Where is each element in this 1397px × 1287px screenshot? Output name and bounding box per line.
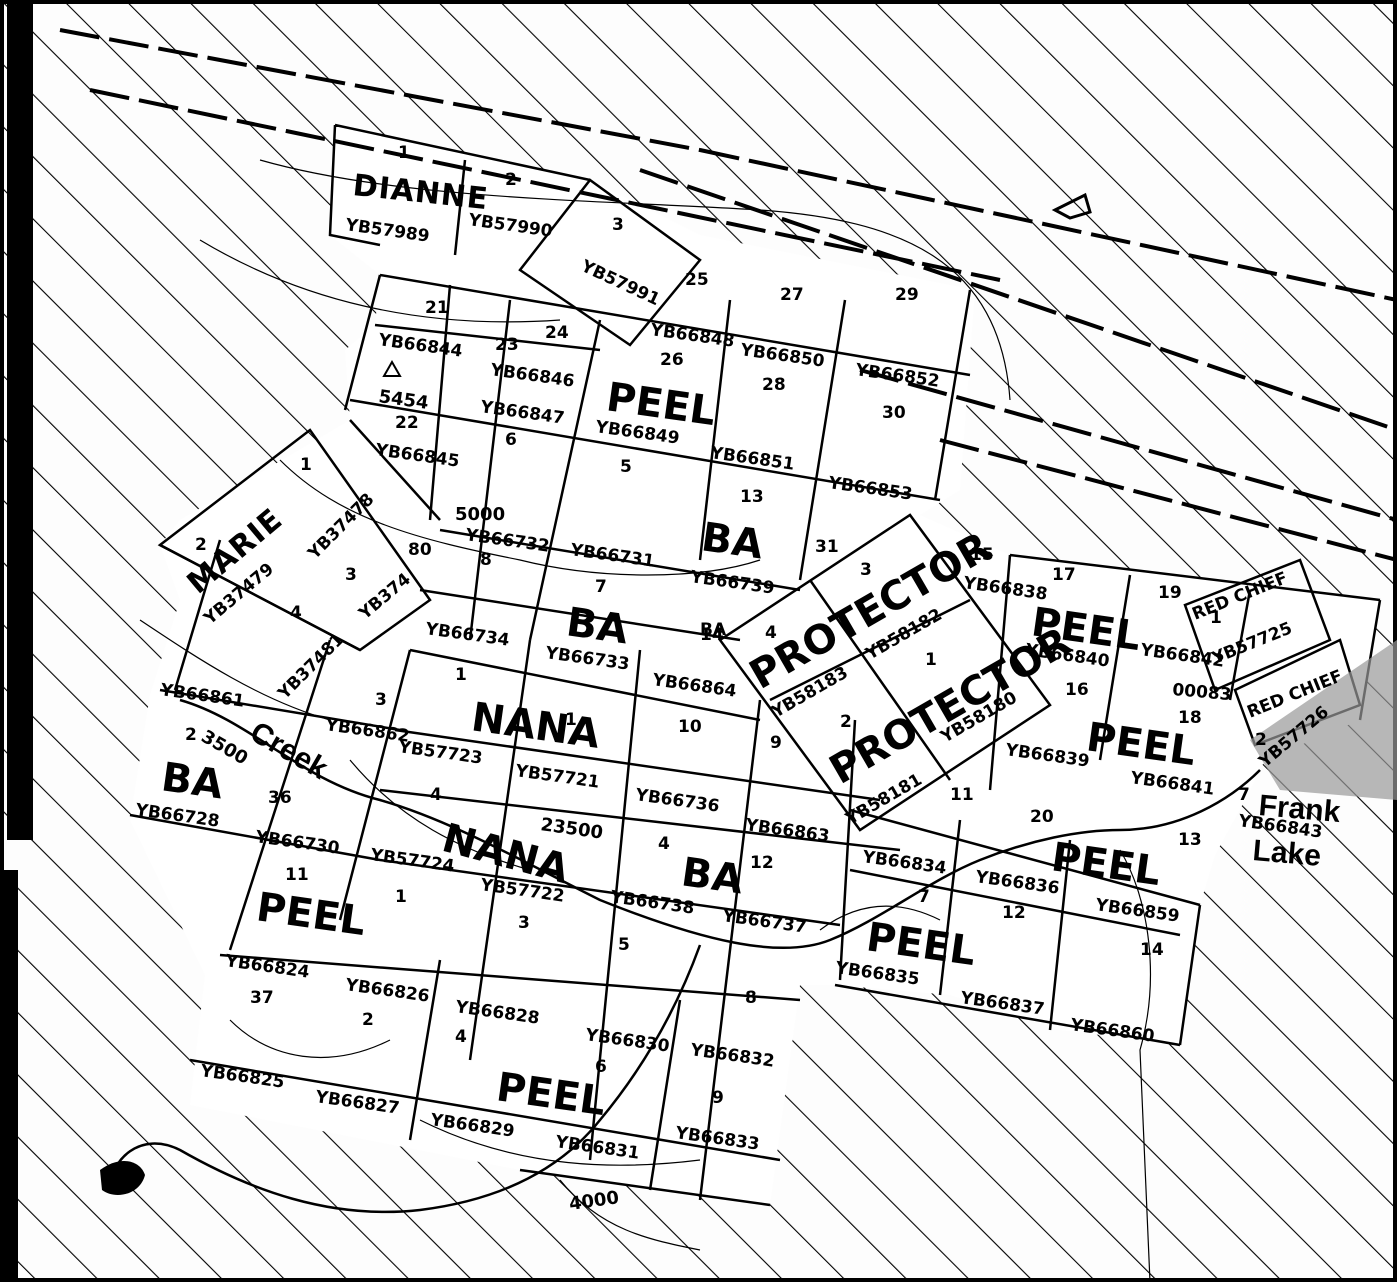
lot-number: 19 [1158,583,1182,603]
lot-number: 15 [970,545,994,565]
lot-number: 6 [505,430,517,450]
lot-number: 7 [595,577,607,597]
lot-number: 24 [545,323,569,343]
lot-number: 22 [395,413,419,433]
label-ba-3: BA [159,754,226,808]
lot-number: 7 [1238,785,1250,805]
lot-number: 1 [1210,608,1222,628]
lot-number: 31 [815,537,839,557]
label-lake: Lake [1251,834,1322,873]
lot-number: 4 [658,834,670,854]
lot-number: 8 [480,550,492,570]
lot-number: 25 [685,270,709,290]
lot-number: 7 [918,887,930,907]
lot-number: 23 [495,335,519,355]
lot-number: 14 [1140,940,1164,960]
lot-number: 1 [300,455,312,475]
lot-number: 36 [268,788,292,808]
lot-number: 5 [620,457,632,477]
lot-number: 2 [195,535,207,555]
lot-number: 8 [745,988,757,1008]
lot-number: 21 [425,298,449,318]
lot-number: 6 [595,1057,607,1077]
lot-number: 28 [762,375,786,395]
lot-number: 2 [505,170,517,190]
contour-5000: 5000 [455,504,505,525]
lot-number: 3 [612,215,624,235]
lot-number: BA [700,620,727,640]
lot-number: 4 [430,785,442,805]
lot-number: 1 [455,665,467,685]
lot-number: 3 [345,565,357,585]
lot-number: 1 [565,710,577,730]
lot-number: 80 [408,540,432,560]
lot-number: 4 [290,603,302,623]
lot-number: 27 [780,285,804,305]
small-lake-icon [1051,192,1092,220]
claim-area [130,125,1380,1205]
lot-number: 16 [1065,680,1089,700]
pond-icon [100,1160,145,1195]
lot-number: 9 [712,1088,724,1108]
lot-number: 18 [1178,708,1202,728]
lot-number: 14 [700,625,724,645]
lot-number: 26 [660,350,684,370]
lot-number: 3 [518,913,530,933]
left-edge [0,0,33,1282]
lot-number: 12 [750,853,774,873]
triangle-icon [382,359,402,377]
lot-number: 13 [740,487,764,507]
lot-number: 10 [678,717,702,737]
lot-number: 5 [618,935,630,955]
creek-line [108,698,1261,1214]
lot-number: 13 [1178,830,1202,850]
lot-number: 17 [1052,565,1076,585]
lot-number: 2 [362,1010,374,1030]
lot-number: 12 [1002,903,1026,923]
lot-number: 3 [860,560,872,580]
lot-number: 1 [925,650,937,670]
label-ba-4: BA [679,849,746,903]
lot-number: 3 [375,690,387,710]
lot-number: 37 [250,988,274,1008]
lot-number: 1 [395,887,407,907]
lot-number: 2 [1255,730,1267,750]
lot-number: 11 [285,865,309,885]
lot-number: 1 [398,143,410,163]
lot-number: 2 [840,712,852,732]
label-ba-2: BA [564,599,631,653]
lot-number: 30 [882,403,906,423]
lot-number: 29 [895,285,919,305]
lot-number: 9 [770,733,782,753]
lot-number: 2 [185,725,197,745]
lot-number: 20 [1030,807,1054,827]
lake-shore [1250,640,1397,800]
label-lake-name: Frank [1257,789,1342,829]
lot-number: 4 [455,1027,467,1047]
label-ba-1: BA [699,514,766,568]
lot-number: 4 [765,623,777,643]
lot-number: 11 [950,785,974,805]
